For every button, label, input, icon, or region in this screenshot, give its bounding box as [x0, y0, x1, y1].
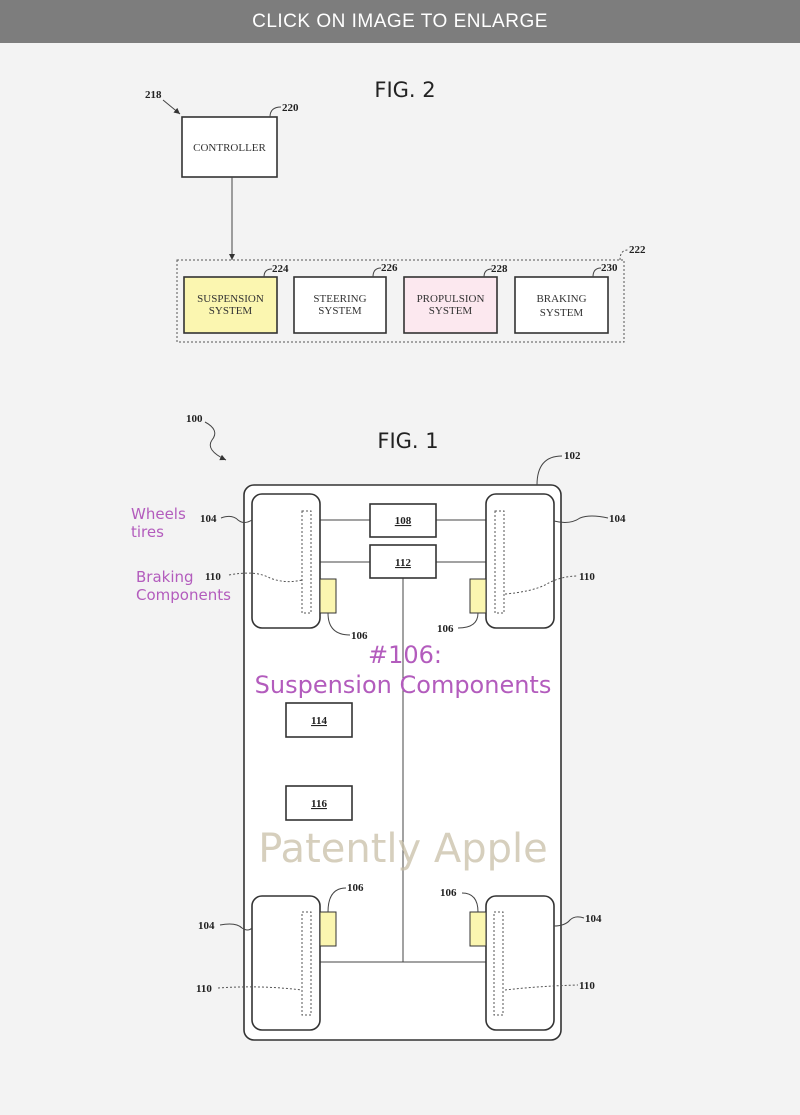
suspension-component [469, 911, 487, 947]
ref-104: 104 [609, 513, 626, 525]
box-114 [285, 702, 353, 738]
brake-component [301, 911, 312, 1016]
ref-106: 106 [437, 623, 454, 635]
wheel-rear-left [251, 895, 321, 1031]
annotation-braking: Braking [136, 568, 194, 586]
ref-228: 228 [491, 263, 508, 275]
leader [263, 268, 273, 278]
annotation-tires: tires [131, 523, 164, 541]
leader [217, 986, 303, 991]
label-116: 116 [311, 798, 327, 810]
controller-label: CONTROLLER [193, 142, 266, 154]
label-114: 114 [311, 715, 327, 727]
ref-230: 230 [601, 262, 618, 274]
propulsion-system-box [403, 276, 498, 334]
leader [327, 612, 351, 636]
annotation-suspension-components: Suspension Components [255, 671, 552, 699]
fig2: FIG. 2 218 CONTROLLER 220 222 SUSPENSION… [145, 78, 646, 343]
annotation-wheels: Wheels [131, 505, 186, 523]
controller-box [181, 116, 278, 178]
box-108 [369, 503, 437, 538]
ref-220: 220 [282, 102, 299, 114]
ref-104: 104 [200, 513, 217, 525]
label-112: 112 [395, 557, 411, 569]
wheel-rear-right [485, 895, 555, 1031]
ref-arrow [162, 99, 181, 115]
watermark: Patently Apple [258, 826, 548, 872]
ref-106: 106 [351, 630, 368, 642]
wheel-front-right [485, 493, 555, 629]
ref-224: 224 [272, 263, 289, 275]
leader [228, 572, 303, 583]
vehicle-systems-group [176, 259, 625, 343]
system-label: STEERING [313, 293, 366, 305]
system-label: SUSPENSION [197, 293, 264, 305]
ref-104: 104 [198, 920, 215, 932]
fig2-title: FIG. 2 [374, 78, 435, 102]
suspension-component [319, 911, 337, 947]
ref-106: 106 [440, 887, 457, 899]
leader [327, 887, 347, 913]
annotation-components: Components [136, 586, 231, 604]
ref-104: 104 [585, 913, 602, 925]
leader [536, 455, 563, 486]
fig1: FIG. 1 100 102 108 112 114 116 104 104 [186, 413, 626, 1041]
ref-110: 110 [196, 983, 212, 995]
leader [553, 916, 585, 927]
fig1-title: FIG. 1 [377, 429, 438, 453]
leader [483, 268, 493, 278]
steering-system-box [293, 276, 387, 334]
leader [504, 575, 579, 595]
leader [269, 106, 282, 118]
brake-component [494, 510, 505, 614]
box-112 [369, 544, 437, 579]
ref-226: 226 [381, 262, 398, 274]
system-label: SYSTEM [429, 305, 473, 317]
leader [219, 923, 253, 931]
brake-component [301, 510, 312, 614]
ref-110: 110 [205, 571, 221, 583]
suspension-system-box [183, 276, 278, 334]
ref-arrow [204, 421, 227, 461]
suspension-component [469, 578, 487, 614]
ref-100: 100 [186, 413, 203, 425]
braking-system-box [514, 276, 609, 334]
ref-102: 102 [564, 450, 581, 462]
wheel-front-left [251, 493, 321, 629]
label-108: 108 [395, 515, 412, 527]
leader [461, 892, 479, 913]
ref-110: 110 [579, 980, 595, 992]
brake-component [493, 911, 504, 1016]
system-label: PROPULSION [417, 293, 485, 305]
annotation-106: #106: [368, 641, 442, 669]
ref-110: 110 [579, 571, 595, 583]
system-label: SYSTEM [540, 307, 584, 319]
leader [619, 249, 629, 261]
system-label: SYSTEM [209, 305, 253, 317]
leader [592, 267, 602, 278]
ref-106: 106 [347, 882, 364, 894]
click-to-enlarge-bar[interactable]: CLICK ON IMAGE TO ENLARGE [0, 0, 800, 43]
system-label: BRAKING [536, 293, 586, 305]
ref-218: 218 [145, 89, 162, 101]
leader [457, 612, 479, 629]
leader [553, 515, 609, 523]
leader [220, 515, 253, 523]
ref-222: 222 [629, 244, 646, 256]
connection-lines [320, 519, 486, 963]
leader [372, 267, 382, 278]
system-label: SYSTEM [318, 305, 362, 317]
box-116 [285, 785, 353, 821]
suspension-component [319, 578, 337, 614]
